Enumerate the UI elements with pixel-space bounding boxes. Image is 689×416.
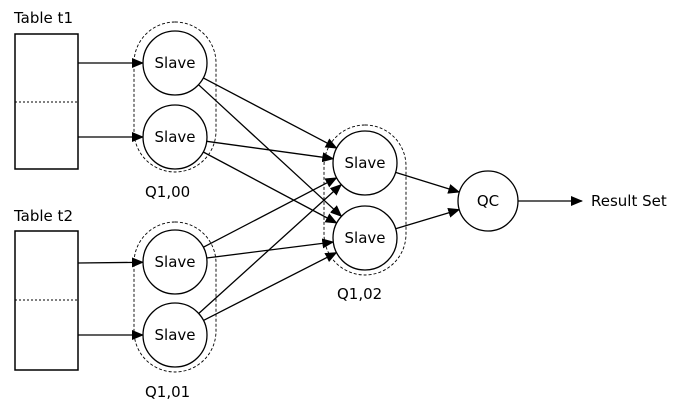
table-t2-label: Table t2 [13, 207, 73, 225]
result-set-label: Result Set [591, 192, 667, 210]
slave-node-q1-02-b-label: Slave [345, 229, 386, 247]
edge-s02b-to-qc [395, 207, 461, 230]
group-q1-01-label: Q1,01 [145, 383, 190, 401]
edge-s01b-to-s02a [198, 183, 343, 314]
slave-node-q1-01-a [142, 229, 208, 295]
group-q1-02-outline [323, 124, 407, 276]
slave-node-q1-00-b [142, 104, 208, 170]
table-t1-label: Table t1 [13, 9, 73, 27]
edge-s01a-to-s02a [203, 177, 338, 248]
group-q1-02-label: Q1,02 [337, 285, 382, 303]
edge-s00a-to-s02a [202, 77, 338, 149]
slave-node-q1-00-b-label: Slave [155, 128, 196, 146]
slave-node-q1-01-a-label: Slave [155, 253, 196, 271]
group-q1-00-outline [133, 21, 217, 173]
edge-s01b-to-s02b [203, 252, 338, 321]
edge-s01a-to-s02b [206, 238, 335, 259]
group-q1-01-outline [133, 221, 217, 373]
slave-node-q1-01-b [142, 302, 208, 368]
slave-node-q1-00-a [142, 30, 208, 96]
edge-s00b-to-s02a [206, 140, 335, 163]
edge-s00b-to-s02b [202, 151, 338, 224]
edge-s02a-to-qc [395, 171, 461, 194]
slave-node-q1-01-b-label: Slave [155, 326, 196, 344]
slave-node-q1-02-a-label: Slave [345, 154, 386, 172]
slave-node-q1-02-a [332, 130, 398, 196]
edge-t2a-to-s01a [77, 257, 144, 268]
qc-node [457, 170, 519, 232]
qc-node-label: QC [477, 192, 499, 210]
edges [77, 58, 583, 340]
slave-node-q1-02-b [332, 205, 398, 271]
slave-node-q1-00-a-label: Slave [155, 54, 196, 72]
group-q1-00-label: Q1,00 [145, 183, 190, 201]
